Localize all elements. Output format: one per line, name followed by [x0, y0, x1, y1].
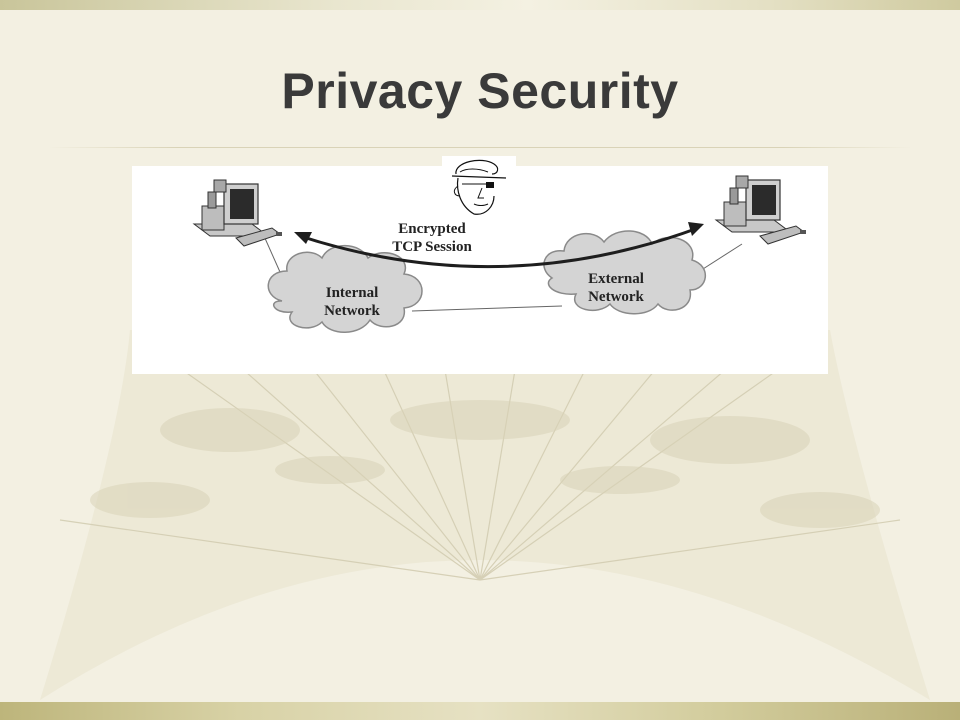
internal-network-cloud	[267, 244, 423, 333]
external-network-label: External Network	[566, 270, 666, 306]
internal-label-line1: Internal	[325, 285, 379, 301]
bottom-decorative-band	[0, 702, 960, 720]
top-decorative-band	[0, 0, 960, 10]
left-computer-icon	[192, 179, 282, 247]
session-label: Encrypted TCP Session	[362, 220, 502, 256]
right-computer-icon	[714, 175, 806, 245]
external-network-cloud	[543, 230, 706, 315]
link-internal-to-external	[411, 305, 563, 312]
network-diagram-drawing	[192, 175, 806, 333]
external-label-line1: External	[588, 271, 644, 287]
internal-label-line2: Network	[324, 303, 380, 319]
external-label-line2: Network	[588, 289, 644, 305]
session-label-line1: Encrypted	[398, 221, 466, 237]
arrowhead-left	[294, 232, 312, 244]
spy-face-icon	[451, 159, 507, 215]
eavesdropper-icon	[442, 156, 516, 220]
title-divider	[48, 147, 912, 148]
slide-title: Privacy Security	[281, 63, 679, 119]
arrowhead-right	[688, 222, 704, 236]
session-label-line2: TCP Session	[392, 239, 472, 255]
encrypted-session-arrow	[299, 226, 699, 269]
internal-network-label: Internal Network	[302, 284, 402, 320]
